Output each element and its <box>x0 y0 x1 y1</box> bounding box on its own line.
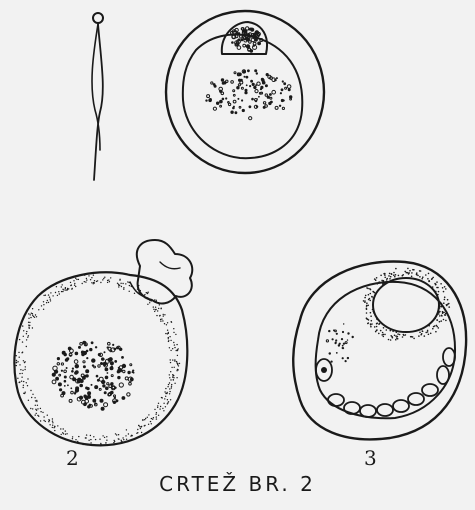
granule-dots <box>52 341 135 411</box>
beaded-cell-drawing <box>293 261 466 439</box>
figure-caption: CRTEŽ BR. 2 <box>0 472 475 496</box>
elongated-cell-drawing <box>92 13 103 180</box>
sphere-cell-drawing <box>14 240 192 446</box>
figure-label-2: 2 <box>66 448 79 468</box>
cap-texture <box>231 27 263 53</box>
granule-dots <box>205 69 292 120</box>
encapsulated-cell-drawing <box>166 11 324 173</box>
granule-dots <box>326 323 354 362</box>
figure-label-3: 3 <box>364 448 377 468</box>
granule-rim <box>16 275 181 446</box>
